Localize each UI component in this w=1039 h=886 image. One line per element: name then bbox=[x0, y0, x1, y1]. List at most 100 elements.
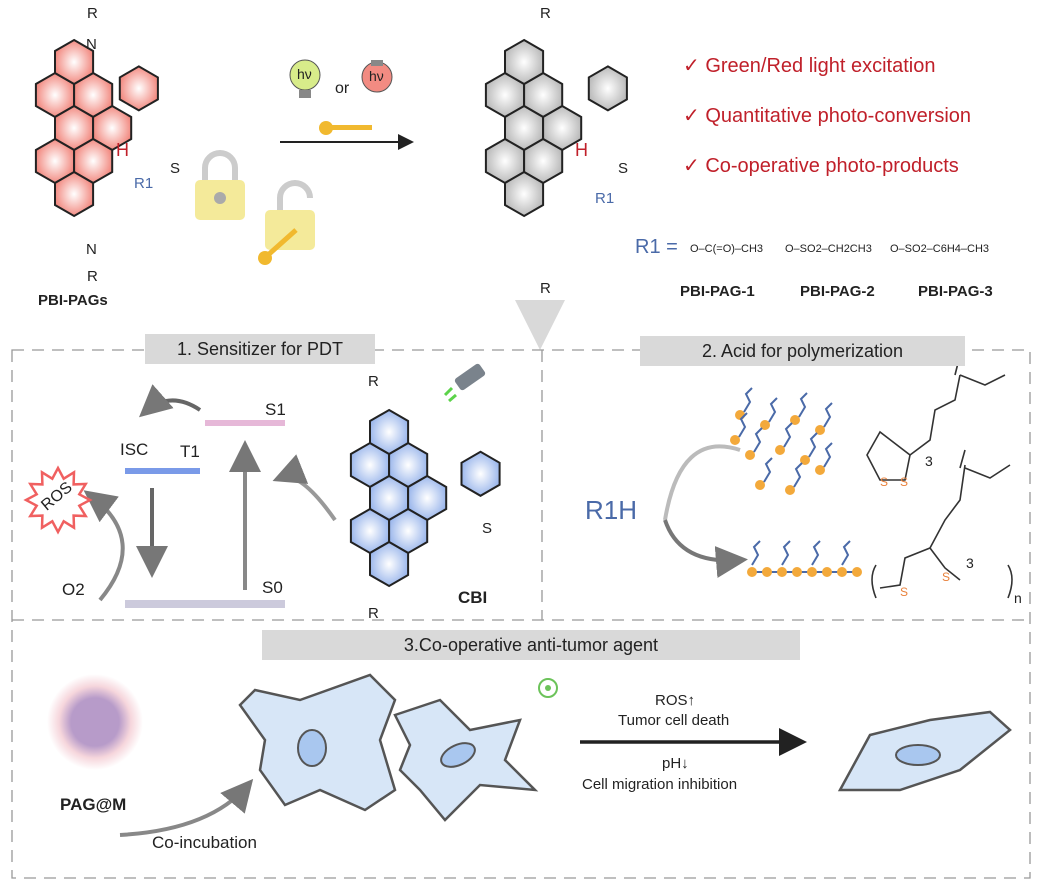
atom-label: N bbox=[86, 36, 97, 53]
atom-label: R bbox=[540, 280, 551, 297]
ring bbox=[54, 170, 95, 218]
section-1-title: 1. Sensitizer for PDT bbox=[145, 334, 375, 364]
atom-label: S bbox=[170, 160, 181, 177]
side-chain bbox=[823, 402, 833, 428]
pag3-label: PBI-PAG-3 bbox=[918, 283, 993, 300]
ring bbox=[587, 65, 628, 112]
atom-label: R bbox=[87, 5, 98, 22]
ph-down-label: pH↓ bbox=[662, 755, 689, 772]
atom-label: S bbox=[482, 520, 493, 537]
substituent-3: O–SO2–C6H4–CH3 bbox=[890, 243, 990, 255]
nanoparticle-label: PAG@M bbox=[60, 795, 127, 814]
side-chain bbox=[823, 442, 833, 468]
sulfur-label: S bbox=[900, 475, 909, 489]
section-frames bbox=[11, 349, 1031, 879]
atom-label: R bbox=[540, 5, 551, 22]
monomer-dot bbox=[762, 567, 772, 577]
polymer-subscript-3: 3 bbox=[966, 555, 974, 571]
monomer-dot bbox=[760, 420, 770, 430]
acid-label: R1H bbox=[585, 495, 638, 525]
down-arrow bbox=[515, 300, 565, 350]
side-chain bbox=[781, 540, 791, 566]
t1-level bbox=[125, 468, 200, 474]
s1-label: S1 bbox=[265, 400, 286, 419]
monomer-dot bbox=[852, 567, 862, 577]
absorption-arrow bbox=[272, 454, 337, 522]
polymerization-arrow bbox=[663, 519, 748, 578]
section-2-title: 2. Acid for polymerization bbox=[640, 336, 965, 366]
monomer-dot bbox=[815, 425, 825, 435]
sulfur-label: S bbox=[880, 475, 889, 489]
monomer-structure bbox=[866, 354, 1006, 481]
nucleus-1 bbox=[297, 729, 327, 767]
side-chain bbox=[793, 462, 803, 488]
key-icon bbox=[319, 121, 372, 135]
check-item-3: ✓ Co-operative photo-products bbox=[683, 155, 959, 177]
side-chain bbox=[841, 540, 851, 566]
monomer-dot bbox=[730, 435, 740, 445]
side-chain bbox=[738, 412, 748, 438]
pag1-label: PBI-PAG-1 bbox=[680, 283, 755, 300]
ring bbox=[504, 170, 545, 218]
red-bulb-icon bbox=[361, 60, 393, 93]
pag2-label: PBI-PAG-2 bbox=[800, 283, 875, 300]
monomer-dot bbox=[822, 567, 832, 577]
ros-up-label: ROS↑ bbox=[655, 692, 696, 709]
reactant-molecule bbox=[34, 38, 159, 218]
isc-label: ISC bbox=[120, 440, 149, 459]
side-chain bbox=[763, 457, 773, 483]
monomer-dot bbox=[792, 567, 802, 577]
monomer-dot bbox=[807, 567, 817, 577]
lock-closed-icon bbox=[195, 150, 245, 220]
ring bbox=[54, 38, 95, 86]
atom-label: R bbox=[87, 268, 98, 285]
cbi-label: CBI bbox=[458, 588, 488, 607]
atom-label: R1 bbox=[595, 190, 615, 207]
ring bbox=[118, 65, 159, 112]
nanoparticle bbox=[47, 674, 143, 770]
green-bulb-icon bbox=[289, 59, 321, 98]
monomer-dot bbox=[745, 450, 755, 460]
monomer-dot bbox=[837, 567, 847, 577]
tumor-death-label: Tumor cell death bbox=[618, 712, 730, 729]
monomer-dot bbox=[800, 455, 810, 465]
side-chain bbox=[743, 387, 753, 413]
monomer-dot bbox=[777, 567, 787, 577]
monomer-cluster bbox=[730, 387, 833, 495]
side-chain bbox=[811, 540, 821, 566]
polymer-chain bbox=[747, 540, 862, 577]
atom-label: S bbox=[618, 160, 629, 177]
or-label: or bbox=[335, 80, 350, 97]
substituent-2: O–SO2–CH2CH3 bbox=[785, 243, 872, 255]
ros-arrow bbox=[83, 490, 125, 602]
ring bbox=[460, 450, 501, 497]
monomer-dot bbox=[815, 465, 825, 475]
substituent-1: O–C(=O)–CH3 bbox=[690, 243, 764, 255]
curve-top bbox=[663, 444, 741, 521]
ring bbox=[369, 408, 410, 456]
monomer-dot bbox=[790, 415, 800, 425]
sulfur-label: S bbox=[942, 570, 951, 584]
polymer-structure bbox=[871, 449, 1013, 599]
hv-red: hν bbox=[369, 68, 384, 84]
ring bbox=[369, 540, 410, 588]
atom-label: R bbox=[368, 373, 379, 390]
check-item-1: ✓ Green/Red light excitation bbox=[683, 55, 936, 77]
o2-label: O2 bbox=[62, 580, 85, 599]
polymer-subscript-n: n bbox=[1014, 590, 1022, 606]
side-chain bbox=[751, 540, 761, 566]
side-chain bbox=[753, 427, 763, 453]
t1-label: T1 bbox=[180, 442, 200, 461]
incubation-arrow bbox=[119, 778, 254, 837]
sulfur-label: S bbox=[900, 585, 909, 599]
monomer-dot bbox=[775, 445, 785, 455]
side-chain bbox=[768, 397, 778, 423]
flashlight-icon bbox=[443, 363, 486, 403]
nucleus-2 bbox=[440, 742, 476, 768]
s1-level bbox=[205, 420, 285, 426]
product-molecule bbox=[484, 38, 628, 218]
side-chain bbox=[783, 422, 793, 448]
light-source-icon bbox=[538, 678, 558, 698]
lock-open-icon bbox=[258, 180, 315, 265]
